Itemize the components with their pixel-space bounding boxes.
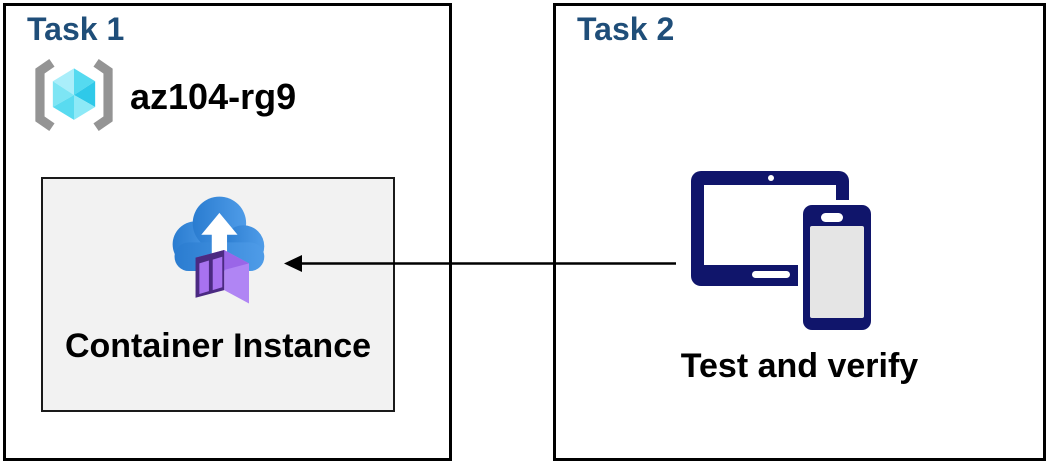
task1-box: Task 1 az104-rg9 — [3, 3, 452, 461]
resource-group-icon — [35, 59, 113, 131]
resource-group-cube — [52, 68, 96, 120]
container-instance-label: Container Instance — [64, 327, 372, 365]
container-instance-icon — [172, 196, 265, 304]
container-cube — [195, 250, 249, 304]
container-instance-box: Container Instance — [41, 177, 395, 412]
task2-box: Task 2 Test and verify — [553, 3, 1046, 461]
test-and-verify-label: Test and verify — [680, 347, 919, 385]
devices-icon — [691, 171, 876, 335]
task2-title: Task 2 — [577, 11, 675, 47]
phone-icon — [798, 200, 876, 335]
resource-group-name: az104-rg9 — [130, 76, 297, 117]
task1-title: Task 1 — [27, 11, 125, 47]
upload-arrow-icon — [201, 212, 238, 262]
